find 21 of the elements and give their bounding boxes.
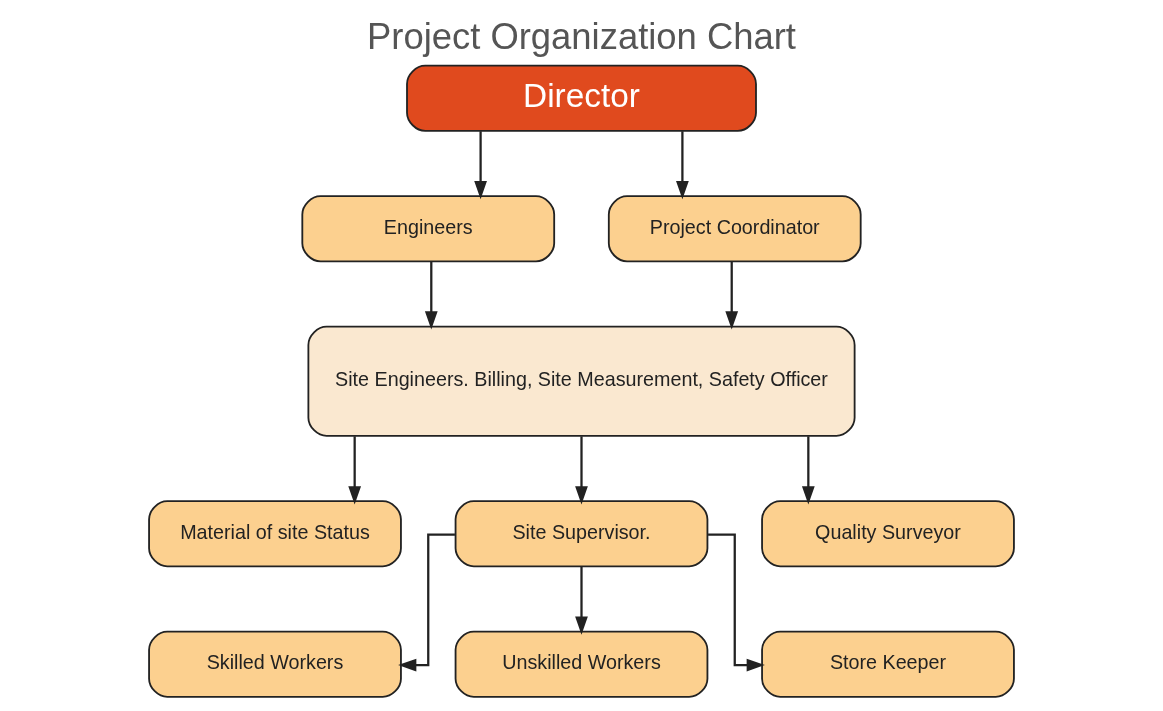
arrow xyxy=(801,436,815,505)
node-box: Quality Surveyor xyxy=(761,500,1015,568)
arrow xyxy=(725,261,739,330)
node-box: Store Keeper xyxy=(761,630,1015,698)
arrow xyxy=(575,436,588,505)
arrow xyxy=(474,131,487,200)
node-box: Site Supervisor. xyxy=(454,500,709,568)
node-box: Project Coordinator xyxy=(607,195,862,263)
node-box: Material of site Status xyxy=(148,500,402,568)
arrow xyxy=(424,261,438,330)
node-box: Director xyxy=(406,64,757,132)
arrow xyxy=(348,436,362,505)
arrow xyxy=(398,533,455,672)
node-box: Unskilled Workers xyxy=(454,630,709,698)
node-box: Skilled Workers xyxy=(148,630,402,698)
node-box: Engineers xyxy=(301,195,556,263)
arrow xyxy=(575,566,588,635)
diagram-title: Project Organization Chart xyxy=(367,16,796,58)
arrow xyxy=(708,533,765,672)
node-box: Site Engineers. Billing, Site Measurement, Safety Officer xyxy=(307,325,856,437)
arrow xyxy=(676,131,689,200)
